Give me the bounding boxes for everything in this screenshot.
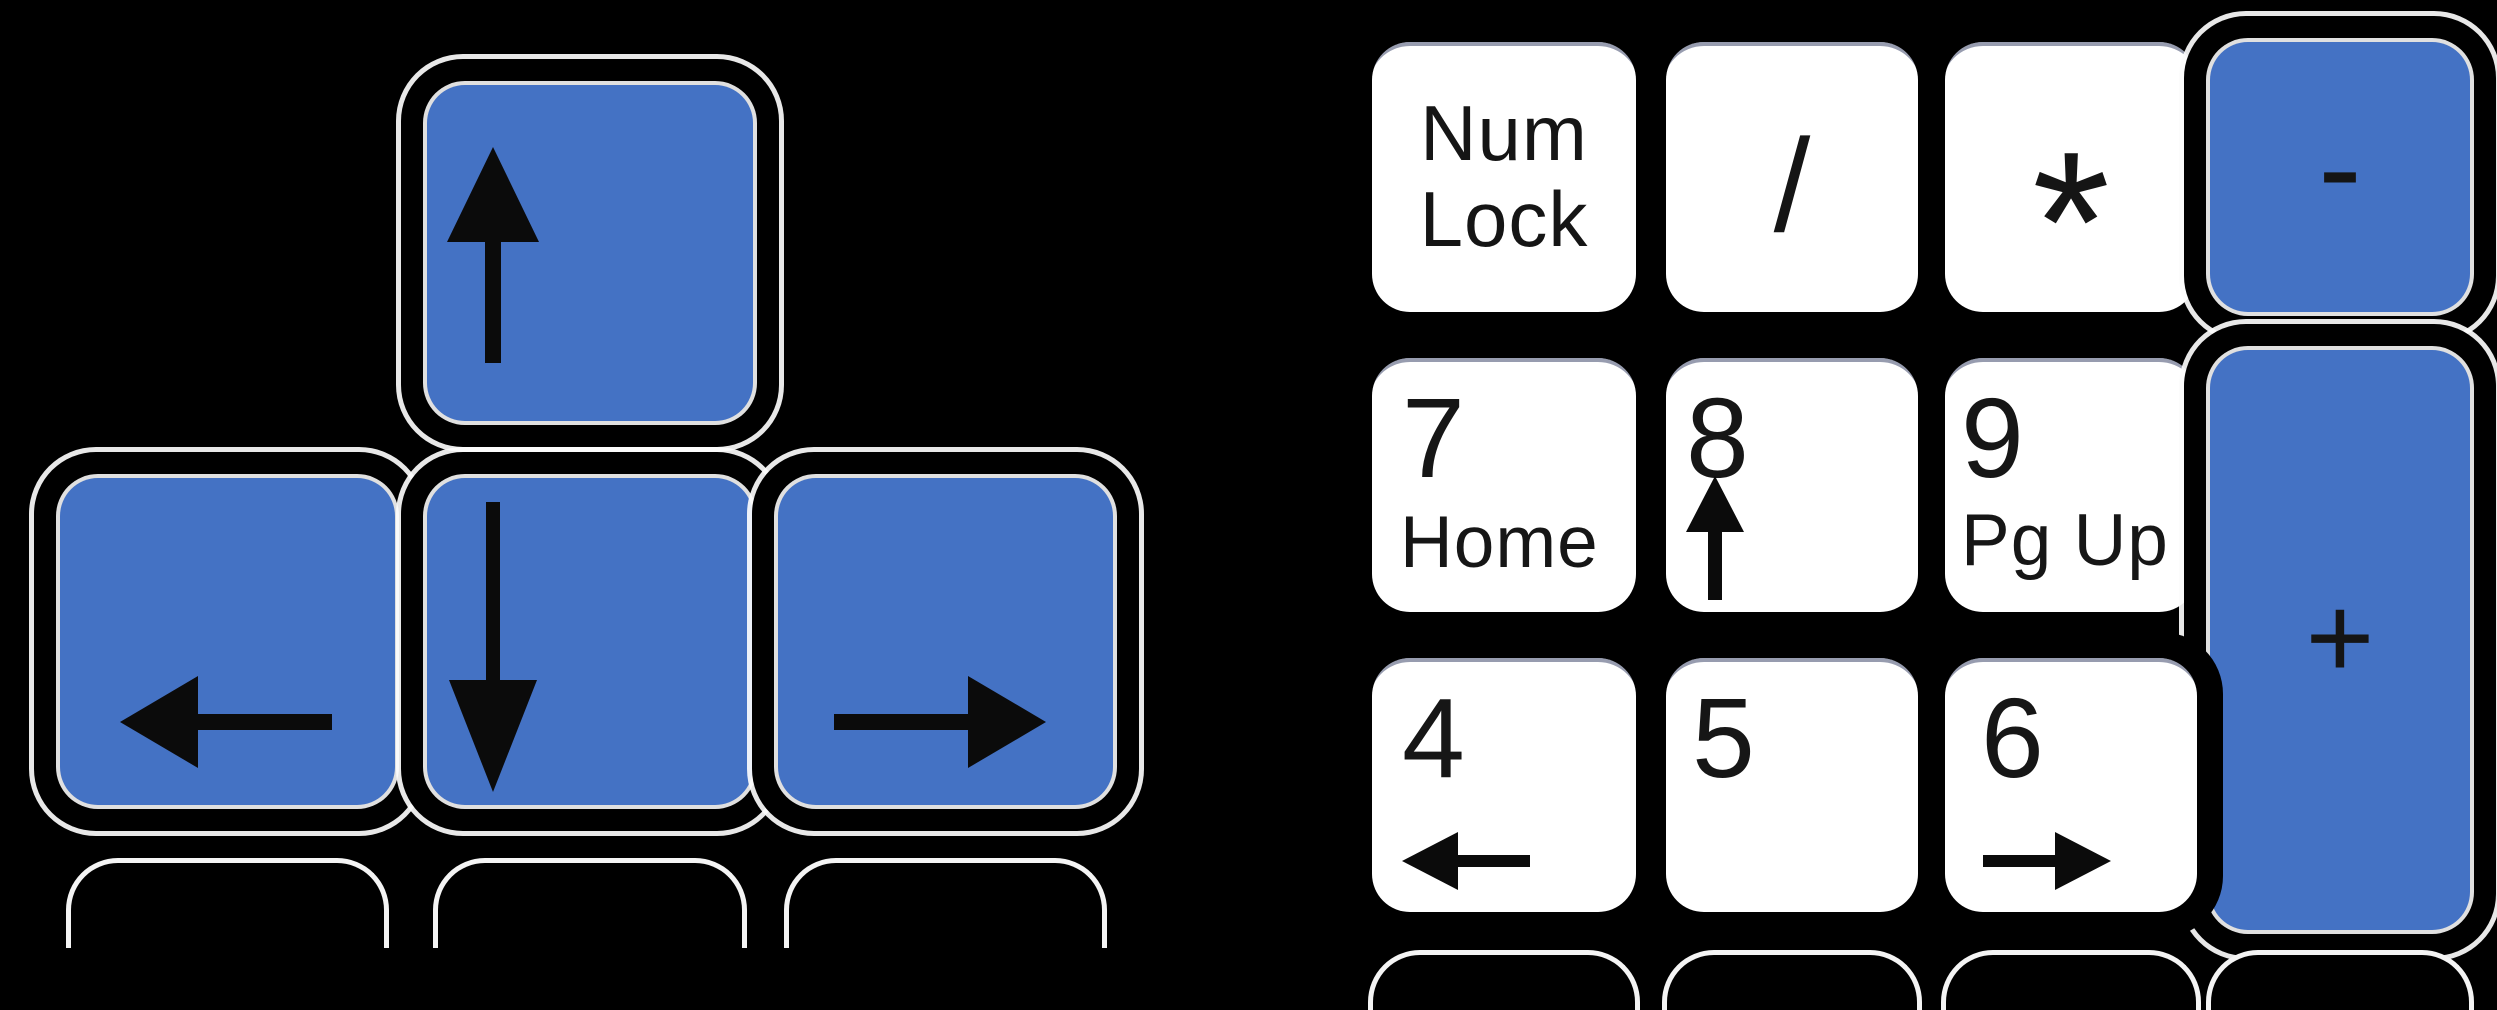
divide-key[interactable]: / [1640,16,1944,338]
subtract-label: - [2318,94,2362,240]
left-arrow-icon [120,676,332,768]
cutoff-key-top [1368,950,1640,1010]
add-keycap: + [2210,350,2470,930]
numpad-4-number: 4 [1402,675,1465,801]
multiply-key[interactable]: * [1919,16,2223,338]
subtract-keycap: - [2210,42,2470,312]
multiply-keycap: * [1945,42,2197,334]
arrow-left-key[interactable] [34,452,421,831]
numpad-7-keycap: 7 Home [1372,358,1636,612]
arrow-down-key[interactable] [401,452,779,831]
arrow-right-key[interactable] [752,452,1139,831]
arrow-right-keycap [778,478,1113,805]
numpad-4-keycap: 4 [1372,658,1636,912]
numpad-6-keycap: 6 [1945,658,2197,912]
add-key[interactable]: + [2184,324,2496,956]
cutoff-key-top [1662,950,1922,1010]
down-arrow-icon [449,502,537,792]
cutoff-key-top [1941,950,2201,1010]
arrow-down-keycap [427,478,753,805]
up-arrow-icon [1686,476,1744,600]
numpad-4-key[interactable]: 4 [1346,632,1662,938]
numpad-7-label: Home [1400,502,1599,583]
subtract-key[interactable]: - [2184,16,2496,338]
right-arrow-icon [834,676,1046,768]
num-lock-label: Num Lock [1419,89,1589,263]
numpad-6-number: 6 [1981,675,2044,801]
numpad-8-key[interactable]: 8 [1640,332,1944,638]
numpad-9-label: Pg Up [1961,500,2169,581]
key-shadow-outline [784,858,1107,948]
numpad-5-keycap: 5 [1666,658,1918,912]
numpad-7-number: 7 [1402,375,1465,501]
numpad-7-key[interactable]: 7 Home [1346,332,1662,638]
arrow-up-keycap [427,85,753,421]
numpad-9-key[interactable]: 9 Pg Up [1919,332,2223,638]
numpad-9-keycap: 9 Pg Up [1945,358,2197,612]
numpad-8-keycap: 8 [1666,358,1918,612]
divide-keycap: / [1666,42,1918,312]
num-lock-key[interactable]: Num Lock [1346,16,1662,338]
arrow-up-key[interactable] [401,59,779,447]
right-arrow-icon [1983,832,2111,890]
num-lock-keycap: Num Lock [1372,42,1636,312]
key-shadow-outline [433,858,747,948]
cutoff-key-top [2206,950,2474,1010]
multiply-label: * [2032,110,2110,334]
key-shadow-outline [66,858,389,948]
up-arrow-icon [447,147,539,363]
numpad-5-key[interactable]: 5 [1640,632,1944,938]
add-label: + [2305,572,2375,704]
numpad-6-key[interactable]: 6 [1919,632,2223,938]
divide-label: / [1773,111,1811,259]
left-arrow-icon [1402,832,1530,890]
numpad-9-number: 9 [1961,375,2024,501]
numpad-5-number: 5 [1692,675,1755,801]
arrow-left-keycap [60,478,395,805]
numpad-8-number: 8 [1686,375,1749,501]
